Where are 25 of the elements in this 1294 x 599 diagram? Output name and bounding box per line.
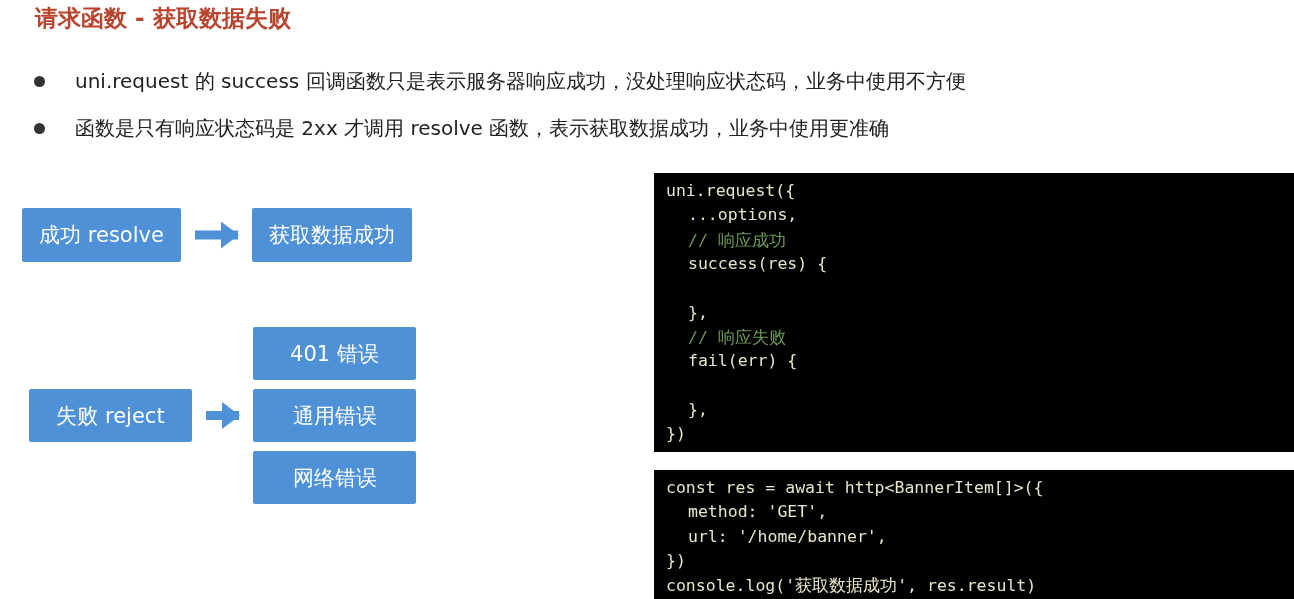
code-line: }, (688, 400, 708, 419)
code-line: }) (666, 424, 686, 443)
arrow (206, 402, 240, 429)
bullet-text: uni.request 的 success 回调函数只是表示服务器响应成功，没处理响应状态码，业务中使用不方便 (75, 68, 966, 95)
process-box: 成功 resolve (22, 208, 181, 262)
code-line: }) (666, 551, 686, 570)
code-line: ...options, (688, 205, 798, 224)
code-line: url: '/home/banner', (688, 527, 887, 546)
process-box: 失败 reject (29, 389, 192, 442)
process-box: 通用错误 (253, 389, 416, 442)
code-line: const res = await http<BannerItem[]>({ (666, 478, 1044, 497)
code-line: fail(err) { (688, 351, 798, 370)
slide-title: 请求函数 - 获取数据失败 (35, 4, 291, 33)
process-box: 网络错误 (253, 451, 416, 504)
code-comment: // 响应成功 (688, 230, 786, 252)
code-line: success(res) { (688, 254, 828, 273)
code-line: method: 'GET', (688, 502, 828, 521)
code-comment: // 响应失败 (688, 327, 786, 349)
arrow (195, 221, 239, 249)
process-box: 获取数据成功 (252, 208, 412, 262)
code-line: }, (688, 303, 708, 322)
code-line: uni.request({ (666, 181, 796, 200)
process-box: 401 错误 (253, 327, 416, 380)
bullet-text: 函数是只有响应状态码是 2xx 才调用 resolve 函数，表示获取数据成功，业务中使用更准确 (75, 115, 890, 142)
code-line: console.log('获取数据成功', res.result) (666, 575, 1037, 597)
